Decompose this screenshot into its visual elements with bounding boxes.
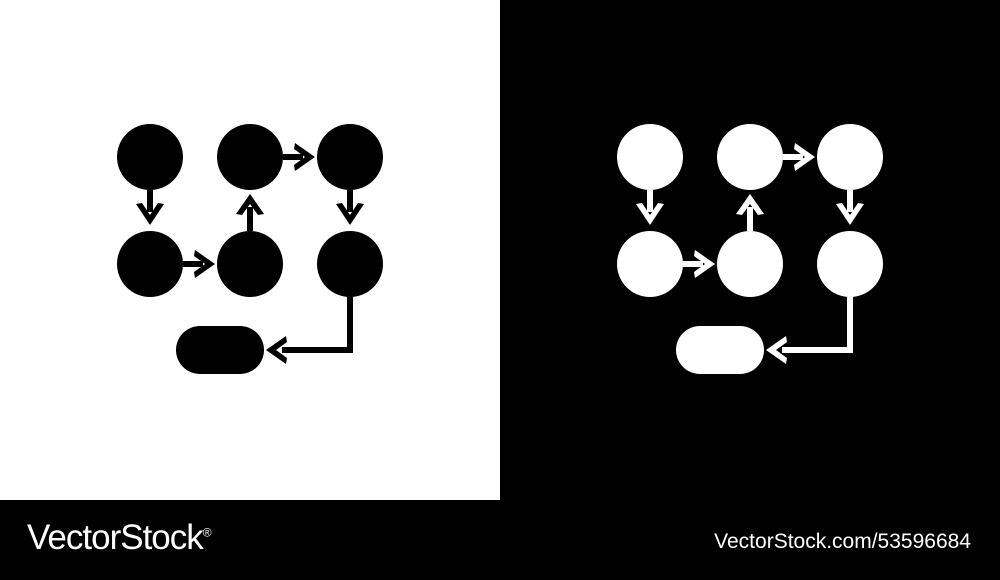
brand-name: VectorStock: [27, 518, 204, 557]
dark-panel: [500, 0, 1000, 500]
arrow-up-middle: [736, 194, 764, 231]
end-node: [676, 326, 764, 374]
node-middle-right: [817, 231, 883, 297]
arrow-down-right: [836, 190, 864, 225]
arrow-right-middle: [183, 250, 215, 278]
arrow-down-right: [336, 190, 364, 225]
node-top-middle: [217, 124, 283, 190]
arrow-right-middle: [683, 250, 715, 278]
process-flow-icon-light: [0, 0, 500, 500]
process-flow-icon-dark: [500, 0, 1000, 500]
watermark-footer: VectorStock® VectorStock.com/53596684: [0, 500, 1000, 580]
node-middle-middle: [217, 231, 283, 297]
node-middle-right: [317, 231, 383, 297]
node-middle-middle: [717, 231, 783, 297]
arrow-down-left: [636, 190, 664, 225]
node-top-right: [817, 124, 883, 190]
flow-icon: [617, 124, 883, 374]
light-panel: [0, 0, 500, 500]
node-top-left: [117, 124, 183, 190]
node-middle-left: [617, 231, 683, 297]
arrow-right-top: [283, 143, 315, 171]
node-top-left: [617, 124, 683, 190]
arrow-up-middle: [236, 194, 264, 231]
arrow-return-bottom: [266, 296, 353, 364]
flow-icon: [117, 124, 383, 374]
node-top-middle: [717, 124, 783, 190]
node-middle-left: [117, 231, 183, 297]
image-id: VectorStock.com/53596684: [714, 530, 971, 553]
arrow-return-bottom: [766, 296, 853, 364]
arrow-down-left: [136, 190, 164, 225]
arrow-right-top: [783, 143, 815, 171]
node-top-right: [317, 124, 383, 190]
brand-logo: VectorStock®: [27, 518, 212, 558]
end-node: [176, 326, 264, 374]
registered-mark: ®: [202, 525, 212, 540]
